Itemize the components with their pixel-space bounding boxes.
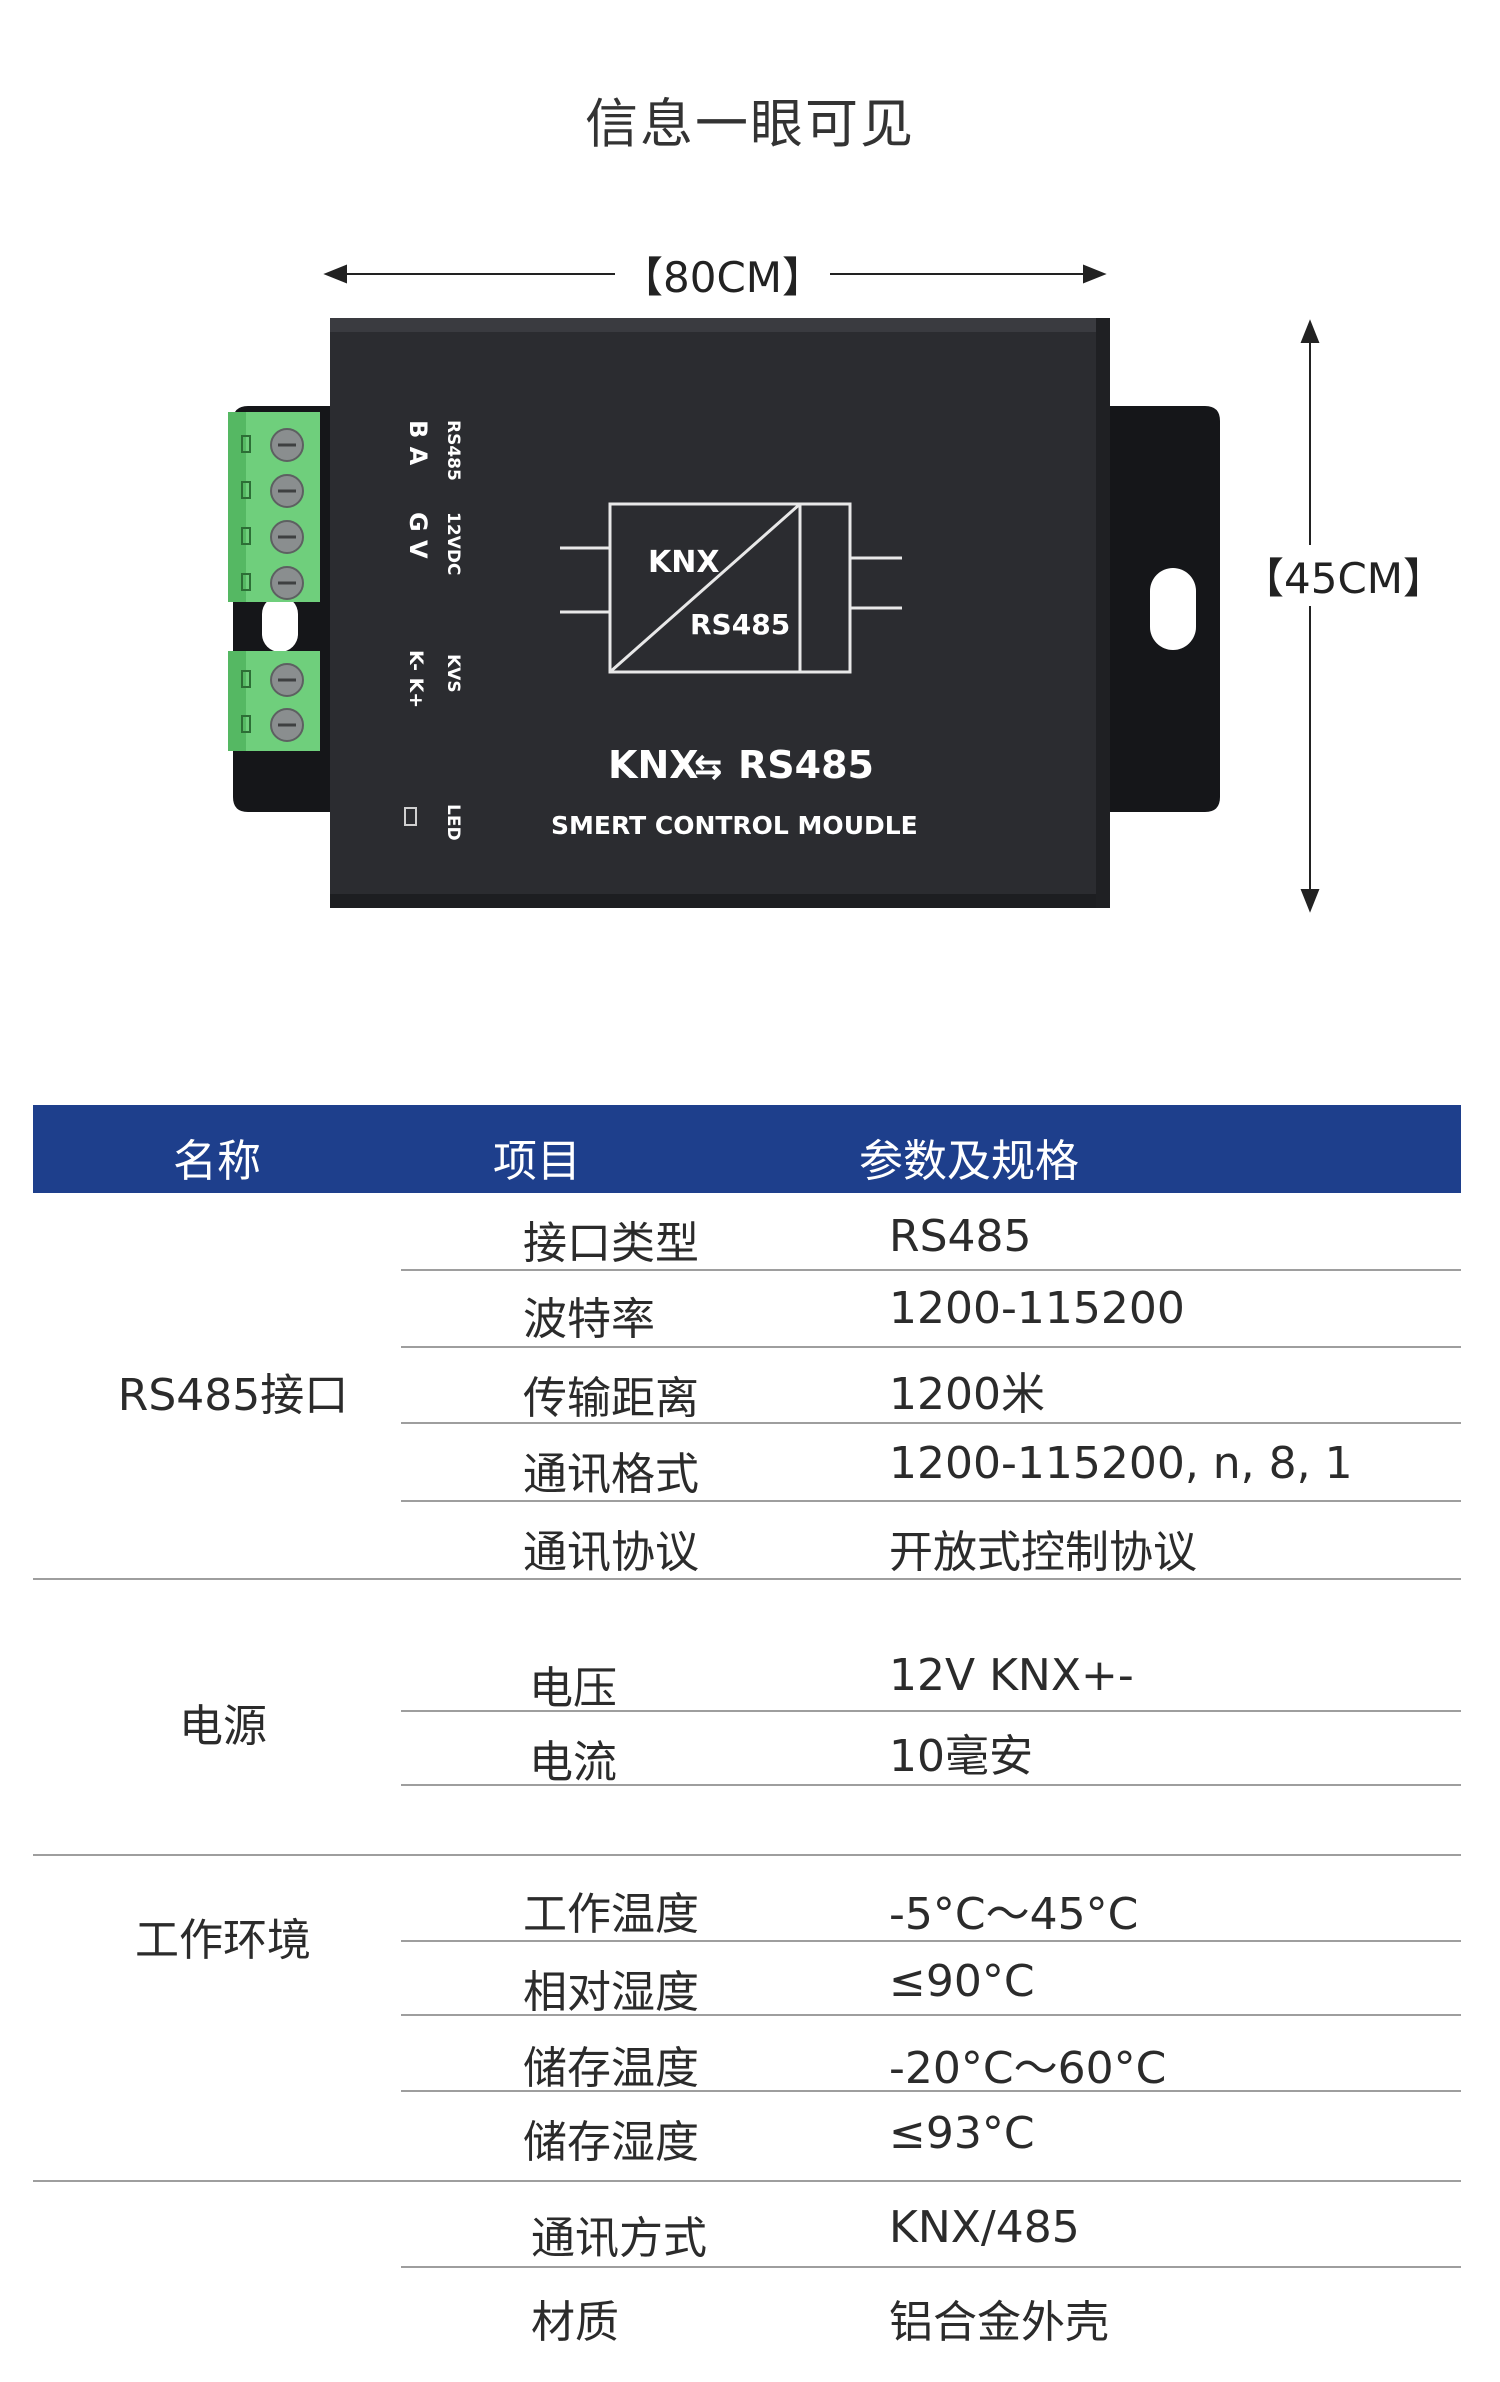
width-dimension-label: 【80CM】 bbox=[615, 244, 831, 305]
mounting-slot bbox=[1150, 568, 1196, 650]
row-value: ≤90°C bbox=[889, 1956, 1035, 2007]
row-item: 接口类型 bbox=[523, 1218, 699, 1269]
row-item: 材质 bbox=[531, 2297, 619, 2348]
terminal-block-lower bbox=[228, 651, 320, 751]
row-item: 波特率 bbox=[523, 1294, 655, 1345]
product-name-rs485: RS485 bbox=[738, 743, 874, 787]
table-row: 传输距离 1200米 bbox=[401, 1348, 1461, 1424]
header-name: 名称 bbox=[173, 1136, 261, 1187]
label-gv: G V bbox=[404, 512, 432, 559]
row-value: 10毫安 bbox=[889, 1731, 1033, 1782]
spec-table: 名称 项目 参数及规格 RS485接口 接口类型 RS485 波特率 1200-… bbox=[33, 1105, 1461, 2382]
table-row: 接口类型 RS485 bbox=[401, 1193, 1461, 1271]
table-row: 工作温度 -5°C～45°C bbox=[401, 1856, 1461, 1942]
row-value: 1200米 bbox=[889, 1369, 1045, 1420]
row-item: 储存湿度 bbox=[523, 2117, 699, 2168]
row-value: 1200-115200 bbox=[889, 1283, 1185, 1334]
row-item: 相对湿度 bbox=[523, 1967, 699, 2018]
row-item: 通讯格式 bbox=[523, 1449, 699, 1500]
device-body bbox=[330, 318, 1110, 908]
diagram-rs485-label: RS485 bbox=[690, 608, 790, 641]
group-label: 工作环境 bbox=[135, 1915, 311, 1966]
product-illustration: KNX RS485 KNX ⇆ RS485 SMERT CONTROL MOUD… bbox=[228, 264, 1320, 913]
height-dimension-line bbox=[1300, 319, 1320, 913]
header-item: 项目 bbox=[493, 1136, 581, 1187]
group-rs485: RS485接口 接口类型 RS485 波特率 1200-115200 传输距离 … bbox=[33, 1193, 1461, 1580]
row-item: 电压 bbox=[529, 1663, 617, 1714]
row-item: 通讯方式 bbox=[531, 2213, 707, 2264]
diagram-knx-label: KNX bbox=[648, 545, 719, 580]
exchange-arrow-icon: ⇆ bbox=[694, 747, 723, 787]
row-item: 传输距离 bbox=[523, 1373, 699, 1424]
table-row: 相对湿度 ≤90°C bbox=[401, 1942, 1461, 2018]
led-indicator bbox=[404, 807, 417, 826]
table-row: 波特率 1200-115200 bbox=[401, 1271, 1461, 1348]
row-value: -5°C～45°C bbox=[889, 1889, 1139, 1940]
table-header: 名称 项目 参数及规格 bbox=[33, 1105, 1461, 1193]
group-label: RS485接口 bbox=[117, 1370, 349, 1421]
converter-symbol bbox=[560, 502, 902, 674]
label-ba: B A bbox=[404, 420, 432, 466]
row-value: 1200-115200, n, 8, 1 bbox=[889, 1438, 1353, 1489]
table-row: 通讯方式 KNX/485 bbox=[401, 2182, 1461, 2268]
row-value: 铝合金外壳 bbox=[889, 2297, 1109, 2348]
table-row: 通讯协议 开放式控制协议 bbox=[401, 1502, 1461, 1578]
row-value: 12V KNX+- bbox=[889, 1650, 1134, 1701]
table-row: 材质 铝合金外壳 bbox=[401, 2268, 1461, 2348]
row-value: ≤93°C bbox=[889, 2108, 1035, 2159]
page-title: 信息一眼可见 bbox=[585, 94, 915, 155]
row-item: 电流 bbox=[529, 1737, 617, 1788]
product-subtitle: SMERT CONTROL MOUDLE bbox=[551, 811, 918, 840]
group-label: 电源 bbox=[179, 1701, 267, 1752]
table-row: 储存湿度 ≤93°C bbox=[401, 2092, 1461, 2178]
row-item: 工作温度 bbox=[523, 1889, 699, 1940]
label-kvs: KVS bbox=[443, 654, 463, 693]
height-dimension-label: 【45CM】 bbox=[1238, 545, 1450, 606]
label-led: LED bbox=[443, 804, 463, 841]
group-power: 电源 电压 12V KNX+- 电流 10毫安 bbox=[33, 1580, 1461, 1856]
product-name-knx: KNX bbox=[608, 743, 699, 787]
group-environment: 工作环境 工作温度 -5°C～45°C 相对湿度 ≤90°C 储存温度 -20°… bbox=[33, 1856, 1461, 2182]
table-row: 电压 12V KNX+- bbox=[401, 1636, 1461, 1714]
table-row: 储存温度 -20°C～60°C bbox=[401, 2016, 1461, 2094]
table-row: 电流 10毫安 bbox=[401, 1712, 1461, 1788]
row-item: 储存温度 bbox=[523, 2043, 699, 2094]
label-rs485: RS485 bbox=[443, 420, 463, 481]
label-k: K- K+ bbox=[405, 650, 427, 708]
row-value: KNX/485 bbox=[889, 2202, 1080, 2253]
row-value: RS485 bbox=[889, 1211, 1032, 1262]
row-value: -20°C～60°C bbox=[889, 2043, 1167, 2094]
group-other: 通讯方式 KNX/485 材质 铝合金外壳 bbox=[33, 2182, 1461, 2382]
row-value: 开放式控制协议 bbox=[889, 1527, 1197, 1578]
header-param: 参数及规格 bbox=[859, 1136, 1079, 1187]
table-row: 通讯格式 1200-115200, n, 8, 1 bbox=[401, 1424, 1461, 1502]
row-item: 通讯协议 bbox=[523, 1527, 699, 1578]
label-12vdc: 12VDC bbox=[443, 512, 463, 575]
